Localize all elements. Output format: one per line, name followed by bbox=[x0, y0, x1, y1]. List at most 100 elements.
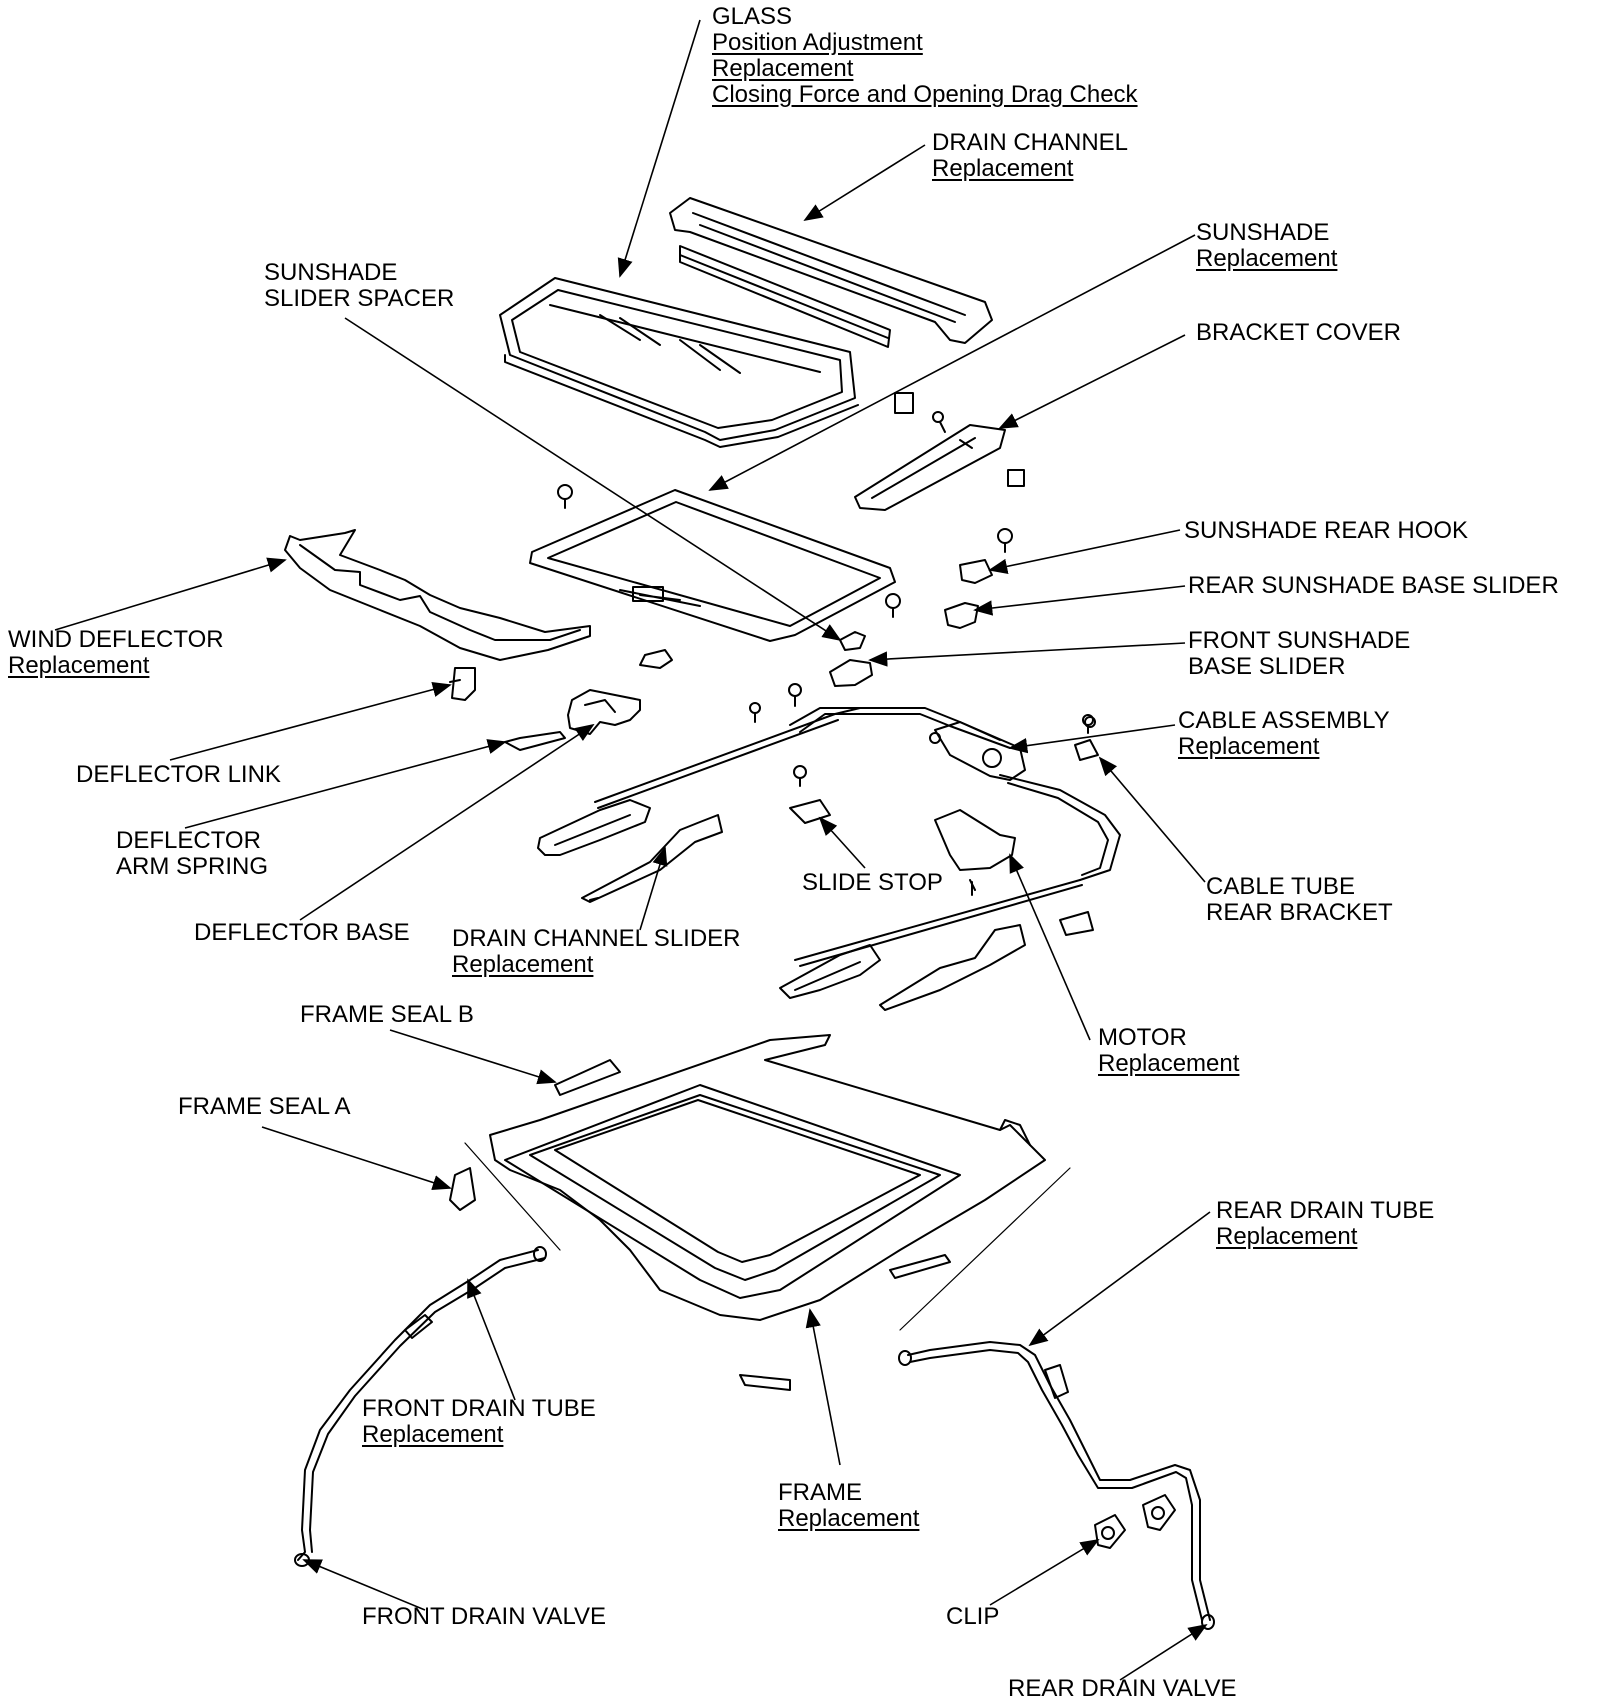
frame-title: FRAME bbox=[778, 1479, 862, 1506]
label-sunshade-slider-spacer: SUNSHADE SLIDER SPACER bbox=[264, 260, 454, 312]
label-motor: MOTOR Replacement bbox=[1098, 1025, 1239, 1077]
wind-deflector-part bbox=[284, 529, 591, 661]
front-drain-valve-title: FRONT DRAIN VALVE bbox=[362, 1603, 607, 1630]
leader-slide-stop bbox=[818, 816, 866, 869]
drain-channel-title: DRAIN CHANNEL bbox=[932, 129, 1129, 156]
rear-sunshade-parts bbox=[944, 559, 993, 629]
sunshade-replacement-link[interactable]: Replacement bbox=[1196, 245, 1338, 272]
clip-title: CLIP bbox=[946, 1603, 1000, 1630]
label-slide-stop: SLIDE STOP bbox=[802, 870, 943, 896]
label-front-sunshade-base-slider: FRONT SUNSHADE BASE SLIDER bbox=[1188, 628, 1410, 680]
bracket-cover-title: BRACKET COVER bbox=[1196, 319, 1401, 346]
label-cable-assembly: CABLE ASSEMBLY Replacement bbox=[1178, 708, 1390, 760]
label-glass: GLASS Position Adjustment Replacement Cl… bbox=[712, 4, 1138, 108]
leader-deflector-base bbox=[299, 723, 595, 921]
front-base-slider-line2: BASE SLIDER bbox=[1188, 653, 1346, 680]
clip-parts bbox=[1094, 1494, 1176, 1549]
label-frame-seal-b: FRAME SEAL B bbox=[300, 1002, 474, 1028]
deflector-base-title: DEFLECTOR BASE bbox=[194, 919, 410, 946]
leader-arm-spring bbox=[184, 739, 507, 829]
drain-channel-slider-replacement-link[interactable]: Replacement bbox=[452, 951, 594, 978]
leader-frame bbox=[805, 1308, 841, 1466]
slider-spacer-line1: SUNSHADE bbox=[264, 259, 398, 286]
sunshade-part bbox=[529, 489, 896, 642]
leader-frame-seal-b bbox=[389, 1029, 557, 1085]
slide-stop-title: SLIDE STOP bbox=[802, 869, 943, 896]
rear-drain-valve-title: REAR DRAIN VALVE bbox=[1008, 1675, 1237, 1702]
leader-cable-assembly bbox=[1008, 724, 1176, 754]
cable-screws bbox=[749, 683, 1096, 728]
leader-drain-channel bbox=[803, 144, 926, 222]
bracket-cover-part bbox=[854, 392, 1025, 511]
label-drain-channel: DRAIN CHANNEL Replacement bbox=[932, 130, 1128, 182]
label-sunshade-rear-hook: SUNSHADE REAR HOOK bbox=[1184, 518, 1468, 544]
leader-drain-channel-slider bbox=[639, 846, 668, 931]
label-clip: CLIP bbox=[946, 1604, 999, 1630]
wind-deflector-replacement-link[interactable]: Replacement bbox=[8, 652, 150, 679]
deflector-link-part bbox=[449, 667, 476, 701]
label-rear-drain-valve: REAR DRAIN VALVE bbox=[1008, 1676, 1237, 1702]
arm-spring-line2: ARM SPRING bbox=[116, 853, 269, 880]
glass-closing-force-link[interactable]: Closing Force and Opening Drag Check bbox=[712, 81, 1138, 108]
frame-seal-a-part bbox=[449, 1167, 476, 1211]
cable-tube-line1: CABLE TUBE bbox=[1206, 873, 1355, 900]
leader-frame-seal-a bbox=[261, 1126, 452, 1190]
rear-base-slider-title: REAR SUNSHADE BASE SLIDER bbox=[1188, 572, 1559, 599]
drain-channel-part bbox=[669, 197, 993, 344]
cable-assembly-title: CABLE ASSEMBLY bbox=[1178, 707, 1390, 734]
leader-sunshade bbox=[708, 234, 1196, 491]
leader-rear-hook bbox=[988, 529, 1181, 574]
motor-title: MOTOR bbox=[1098, 1024, 1187, 1051]
label-rear-drain-tube: REAR DRAIN TUBE Replacement bbox=[1216, 1198, 1434, 1250]
drain-channel-strip-part bbox=[679, 245, 891, 348]
label-frame: FRAME Replacement bbox=[778, 1480, 919, 1532]
front-drain-tube-part bbox=[294, 1246, 547, 1567]
sunshade-screws bbox=[557, 484, 1013, 618]
deflector-arm-spring-part bbox=[504, 731, 566, 751]
leader-front-base-slider bbox=[868, 642, 1186, 667]
frame-replacement-link[interactable]: Replacement bbox=[778, 1505, 920, 1532]
left-guide-rail-part bbox=[537, 799, 723, 903]
frame-seal-a-title: FRAME SEAL A bbox=[178, 1093, 351, 1120]
label-deflector-arm-spring: DEFLECTOR ARM SPRING bbox=[116, 828, 268, 880]
right-guide-rail-part bbox=[779, 911, 1094, 1011]
label-rear-sunshade-base-slider: REAR SUNSHADE BASE SLIDER bbox=[1188, 573, 1559, 599]
leader-rear-drain-tube bbox=[1028, 1211, 1211, 1347]
leader-front-drain-tube bbox=[467, 1278, 516, 1401]
front-sunshade-base-slider-part bbox=[639, 631, 873, 687]
leader-glass bbox=[617, 19, 701, 278]
frame-seal-b-title: FRAME SEAL B bbox=[300, 1001, 474, 1028]
drain-channel-slider-title: DRAIN CHANNEL SLIDER bbox=[452, 925, 741, 952]
label-bracket-cover: BRACKET COVER bbox=[1196, 320, 1401, 346]
motor-part bbox=[934, 809, 1016, 896]
cable-assembly-replacement-link[interactable]: Replacement bbox=[1178, 733, 1320, 760]
leader-rear-drain-valve bbox=[1119, 1623, 1208, 1681]
drain-channel-replacement-link[interactable]: Replacement bbox=[932, 155, 1074, 182]
glass-part bbox=[499, 277, 859, 448]
leader-motor bbox=[1009, 853, 1091, 1041]
front-drain-tube-replacement-link[interactable]: Replacement bbox=[362, 1421, 504, 1448]
label-drain-channel-slider: DRAIN CHANNEL SLIDER Replacement bbox=[452, 926, 741, 978]
slider-spacer-line2: SLIDER SPACER bbox=[264, 285, 455, 312]
front-drain-tube-title: FRONT DRAIN TUBE bbox=[362, 1395, 596, 1422]
label-sunshade: SUNSHADE Replacement bbox=[1196, 220, 1337, 272]
leader-clip bbox=[989, 1539, 1100, 1606]
leader-front-drain-valve bbox=[302, 1559, 426, 1611]
leader-rear-base-slider bbox=[973, 585, 1186, 616]
glass-position-adjustment-link[interactable]: Position Adjustment bbox=[712, 29, 923, 56]
label-deflector-base: DEFLECTOR BASE bbox=[194, 920, 410, 946]
glass-replacement-link[interactable]: Replacement bbox=[712, 55, 854, 82]
cable-assembly-part bbox=[594, 707, 1121, 967]
label-frame-seal-a: FRAME SEAL A bbox=[178, 1094, 351, 1120]
wind-deflector-title: WIND DEFLECTOR bbox=[8, 626, 224, 653]
label-cable-tube-rear-bracket: CABLE TUBE REAR BRACKET bbox=[1206, 874, 1393, 926]
motor-replacement-link[interactable]: Replacement bbox=[1098, 1050, 1240, 1077]
rear-drain-tube-replacement-link[interactable]: Replacement bbox=[1216, 1223, 1358, 1250]
deflector-link-title: DEFLECTOR LINK bbox=[76, 761, 281, 788]
label-front-drain-tube: FRONT DRAIN TUBE Replacement bbox=[362, 1396, 596, 1448]
front-base-slider-line1: FRONT SUNSHADE bbox=[1188, 627, 1411, 654]
label-front-drain-valve: FRONT DRAIN VALVE bbox=[362, 1604, 606, 1630]
frame-part bbox=[489, 1034, 1046, 1391]
leader-deflector-link bbox=[169, 682, 452, 761]
leader-lines bbox=[54, 19, 1211, 1681]
